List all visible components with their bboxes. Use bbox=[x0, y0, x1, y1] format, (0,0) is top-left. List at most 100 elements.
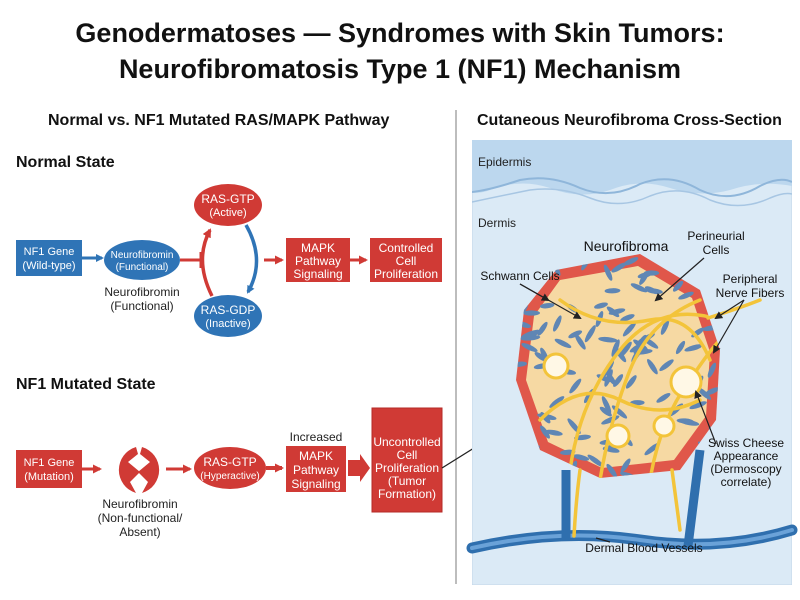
swiss-l4: correlate) bbox=[721, 475, 772, 489]
ras-gtp-active-l2: (Active) bbox=[209, 207, 246, 219]
leader-lines bbox=[519, 257, 745, 543]
nonfunctional-caption-l1: Neurofibromin bbox=[102, 497, 177, 511]
schwann-cell bbox=[678, 291, 694, 300]
nonfunctional-caption-l3: Absent) bbox=[119, 525, 160, 539]
ras-gdp-l1: RAS-GDP bbox=[201, 303, 256, 317]
schwann-cell bbox=[534, 351, 547, 362]
arrow-mapk-to-uncontrolled bbox=[348, 454, 370, 482]
schwann-cell bbox=[604, 288, 621, 294]
ras-gtp-hyper-l1: RAS-GTP bbox=[203, 455, 256, 469]
schwann-cell bbox=[644, 442, 660, 456]
schwann-cell bbox=[625, 375, 637, 389]
swiss-cheese-holes bbox=[542, 352, 703, 449]
schwann-cell bbox=[573, 454, 590, 461]
schwann-cell bbox=[644, 286, 659, 295]
schwann-cell bbox=[598, 336, 618, 343]
mutated-mapk-l2: Pathway bbox=[293, 463, 339, 477]
schwann-cell bbox=[574, 334, 586, 350]
schwann-cell bbox=[622, 322, 636, 337]
nonfunctional-caption-l2: (Non-functional/ bbox=[98, 511, 183, 525]
neurofibromin-ellipse-l1: Neurofibromin bbox=[111, 250, 174, 261]
ras-gdp-inactive-ellipse bbox=[194, 295, 262, 337]
normal-nf1-gene-l1: NF1 Gene bbox=[24, 246, 75, 258]
schwann-cell bbox=[620, 458, 631, 473]
neurofibromin-caption-l1: Neurofibromin bbox=[104, 285, 179, 299]
schwann-cell bbox=[623, 257, 639, 266]
epidermis-layer bbox=[472, 140, 792, 195]
cross-section-heading: Cutaneous Neurofibroma Cross-Section bbox=[477, 112, 782, 129]
schwann-cell bbox=[521, 343, 538, 352]
ras-gtp-hyper-l2: (Hyperactive) bbox=[200, 471, 259, 482]
schwann-cell bbox=[630, 283, 648, 293]
mutated-nf1-gene-box bbox=[16, 450, 82, 488]
mutated-mapk-l1: MAPK bbox=[299, 449, 333, 463]
controlled-l3: Proliferation bbox=[374, 267, 438, 281]
uncontrolled-l5: Formation) bbox=[378, 487, 436, 501]
schwann-cell bbox=[545, 429, 563, 436]
main-title-line1: Genodermatoses — Syndromes with Skin Tum… bbox=[75, 18, 725, 48]
schwann-cell bbox=[611, 262, 627, 273]
schwann-cell bbox=[672, 280, 684, 292]
ras-gtp-hyperactive-ellipse bbox=[194, 447, 266, 489]
mutated-mapk-l3: Signaling bbox=[291, 477, 340, 491]
normal-mapk-l1: MAPK bbox=[301, 241, 335, 255]
schwann-cell bbox=[604, 369, 613, 387]
normal-mapk-l2: Pathway bbox=[295, 254, 341, 268]
schwann-cell bbox=[620, 314, 635, 322]
swiss-l2: Appearance bbox=[714, 449, 779, 463]
schwann-cell bbox=[599, 406, 612, 417]
normal-mapk-box bbox=[286, 238, 350, 282]
schwann-cell bbox=[656, 393, 671, 403]
normal-state-label: Normal State bbox=[16, 154, 115, 171]
arrow-gtp-to-gdp bbox=[244, 224, 259, 294]
schwann-cell bbox=[704, 387, 720, 396]
neurofibromin-functional-ellipse bbox=[104, 240, 180, 280]
blood-vessels bbox=[466, 449, 798, 554]
schwann-cell bbox=[639, 271, 649, 285]
neurofibroma-label: Neurofibroma bbox=[584, 238, 669, 254]
ras-gdp-l2: (Inactive) bbox=[205, 318, 250, 330]
schwann-cell bbox=[707, 362, 717, 378]
schwann-cell bbox=[601, 396, 612, 414]
mutated-nf1-gene-l2: (Mutation) bbox=[24, 471, 74, 483]
swiss-l1: Swiss Cheese bbox=[708, 436, 784, 450]
schwann-cell bbox=[603, 264, 613, 281]
schwann-cell bbox=[539, 302, 555, 309]
uncontrolled-l3: Proliferation bbox=[375, 461, 439, 475]
schwann-cell bbox=[522, 310, 541, 316]
schwann-cell bbox=[520, 329, 540, 339]
neurofibromin-ellipse-l2: (Functional) bbox=[116, 262, 169, 273]
uncontrolled-proliferation-box bbox=[371, 407, 443, 513]
schwann-cell bbox=[606, 306, 620, 318]
mutated-nf1-gene-l1: NF1 Gene bbox=[24, 457, 75, 469]
uncontrolled-l1: Uncontrolled bbox=[373, 435, 440, 449]
schwann-cell bbox=[584, 325, 596, 343]
schwann-cell bbox=[647, 359, 658, 375]
main-title-line2: Neurofibromatosis Type 1 (NF1) Mechanism bbox=[118, 54, 682, 84]
normal-mapk-l3: Signaling bbox=[293, 267, 342, 281]
schwann-cell bbox=[540, 425, 550, 439]
schwann-cell bbox=[569, 378, 582, 394]
schwann-cell bbox=[549, 396, 565, 408]
mutated-mapk-box bbox=[286, 446, 346, 492]
schwann-cell bbox=[675, 340, 686, 355]
vessels-label: Dermal Blood Vessels bbox=[585, 541, 702, 555]
arrow-gdp-to-gtp bbox=[200, 228, 214, 297]
controlled-l2: Cell bbox=[396, 254, 417, 268]
perineurial-l1: Perineurial bbox=[687, 229, 744, 243]
schwann-cell bbox=[659, 359, 674, 372]
schwann-cell bbox=[660, 319, 670, 335]
schwann-cell bbox=[537, 413, 557, 420]
schwann-cell bbox=[587, 454, 604, 467]
schwann-cell bbox=[554, 338, 572, 349]
increased-label: Increased bbox=[290, 430, 343, 444]
epidermis-wave-1 bbox=[472, 177, 792, 198]
pathway-heading: Normal vs. NF1 Mutated RAS/MAPK Pathway bbox=[48, 112, 390, 129]
schwann-label: Schwann Cells bbox=[480, 269, 559, 283]
schwann-cell bbox=[606, 463, 617, 478]
controlled-l1: Controlled bbox=[379, 241, 434, 255]
normal-nf1-gene-box bbox=[16, 240, 82, 276]
dermis-label: Dermis bbox=[478, 216, 516, 230]
exiting-nerve-fibers bbox=[572, 298, 762, 538]
